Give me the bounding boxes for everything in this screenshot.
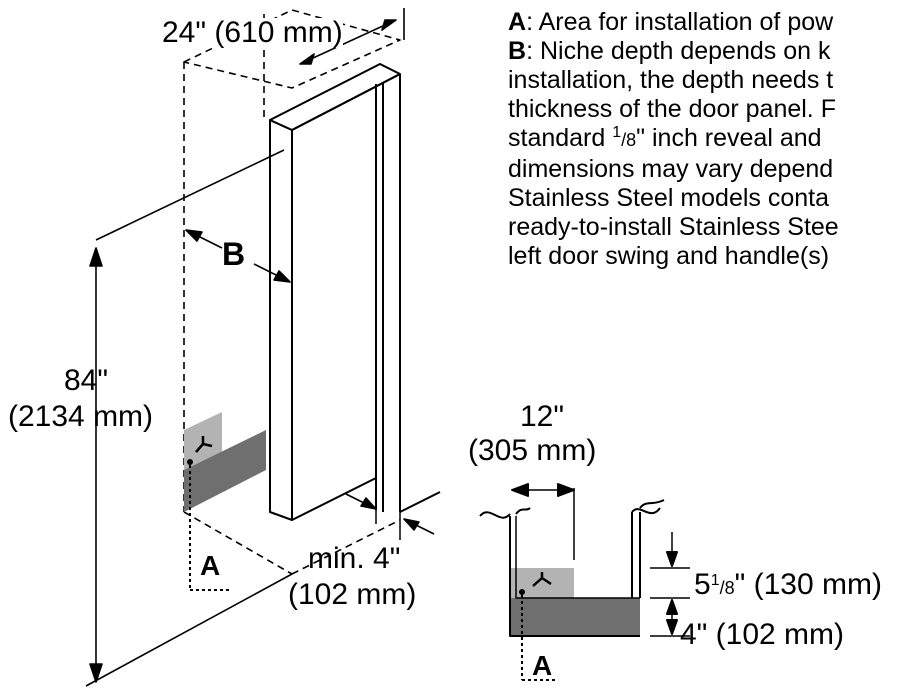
outlet-marker-a — [187, 459, 230, 591]
note-line-2: B: Niche depth depends on k — [508, 37, 831, 65]
note-line-1: A: Area for installation of pow — [508, 8, 834, 36]
outlet-low-label: 4" (102 mm) — [680, 618, 845, 651]
height-label-in: 84" — [64, 364, 109, 397]
appliance-panel — [269, 63, 401, 521]
min-depth-dimension — [345, 493, 435, 535]
note-line-8: ready-to-install Stainless Stee — [508, 213, 839, 241]
outlet-area-dark — [184, 430, 266, 512]
outlet-height-label: 51/8" (130 mm) — [694, 568, 882, 601]
width-dimension — [299, 8, 405, 65]
note-line-4: thickness of the door panel. F — [508, 95, 836, 123]
note-line-5: standard 1/8" inch reveal and — [508, 124, 822, 152]
outlet-icon — [195, 436, 213, 453]
detail-outlet-light — [510, 568, 574, 598]
width-label: 24" (610 mm) — [162, 16, 343, 49]
note-line-3: installation, the depth needs t — [508, 66, 834, 94]
min-depth-label-in: min. 4" — [308, 542, 401, 575]
depth-dimension-b — [185, 229, 291, 283]
installation-notes: A: Area for installation of pow B: Niche… — [508, 8, 839, 271]
height-label-mm: (2134 mm) — [8, 400, 154, 433]
note-line-6: dimensions may vary depend — [508, 155, 834, 183]
floor-line — [399, 491, 441, 513]
detail-outlet-dark — [510, 598, 640, 636]
detail-marker-a: A — [532, 650, 553, 681]
detail-width-label-mm: (305 mm) — [468, 434, 597, 467]
note-line-9: left door swing and handle(s) — [508, 242, 830, 270]
marker-a: A — [200, 550, 221, 581]
min-depth-label-mm: (102 mm) — [288, 578, 417, 611]
note-line-7: Stainless Steel models conta — [508, 184, 830, 212]
detail-width-label-in: 12" — [520, 400, 565, 433]
height-dimension — [85, 149, 293, 687]
marker-b: B — [222, 236, 246, 272]
detail-view — [479, 483, 690, 681]
